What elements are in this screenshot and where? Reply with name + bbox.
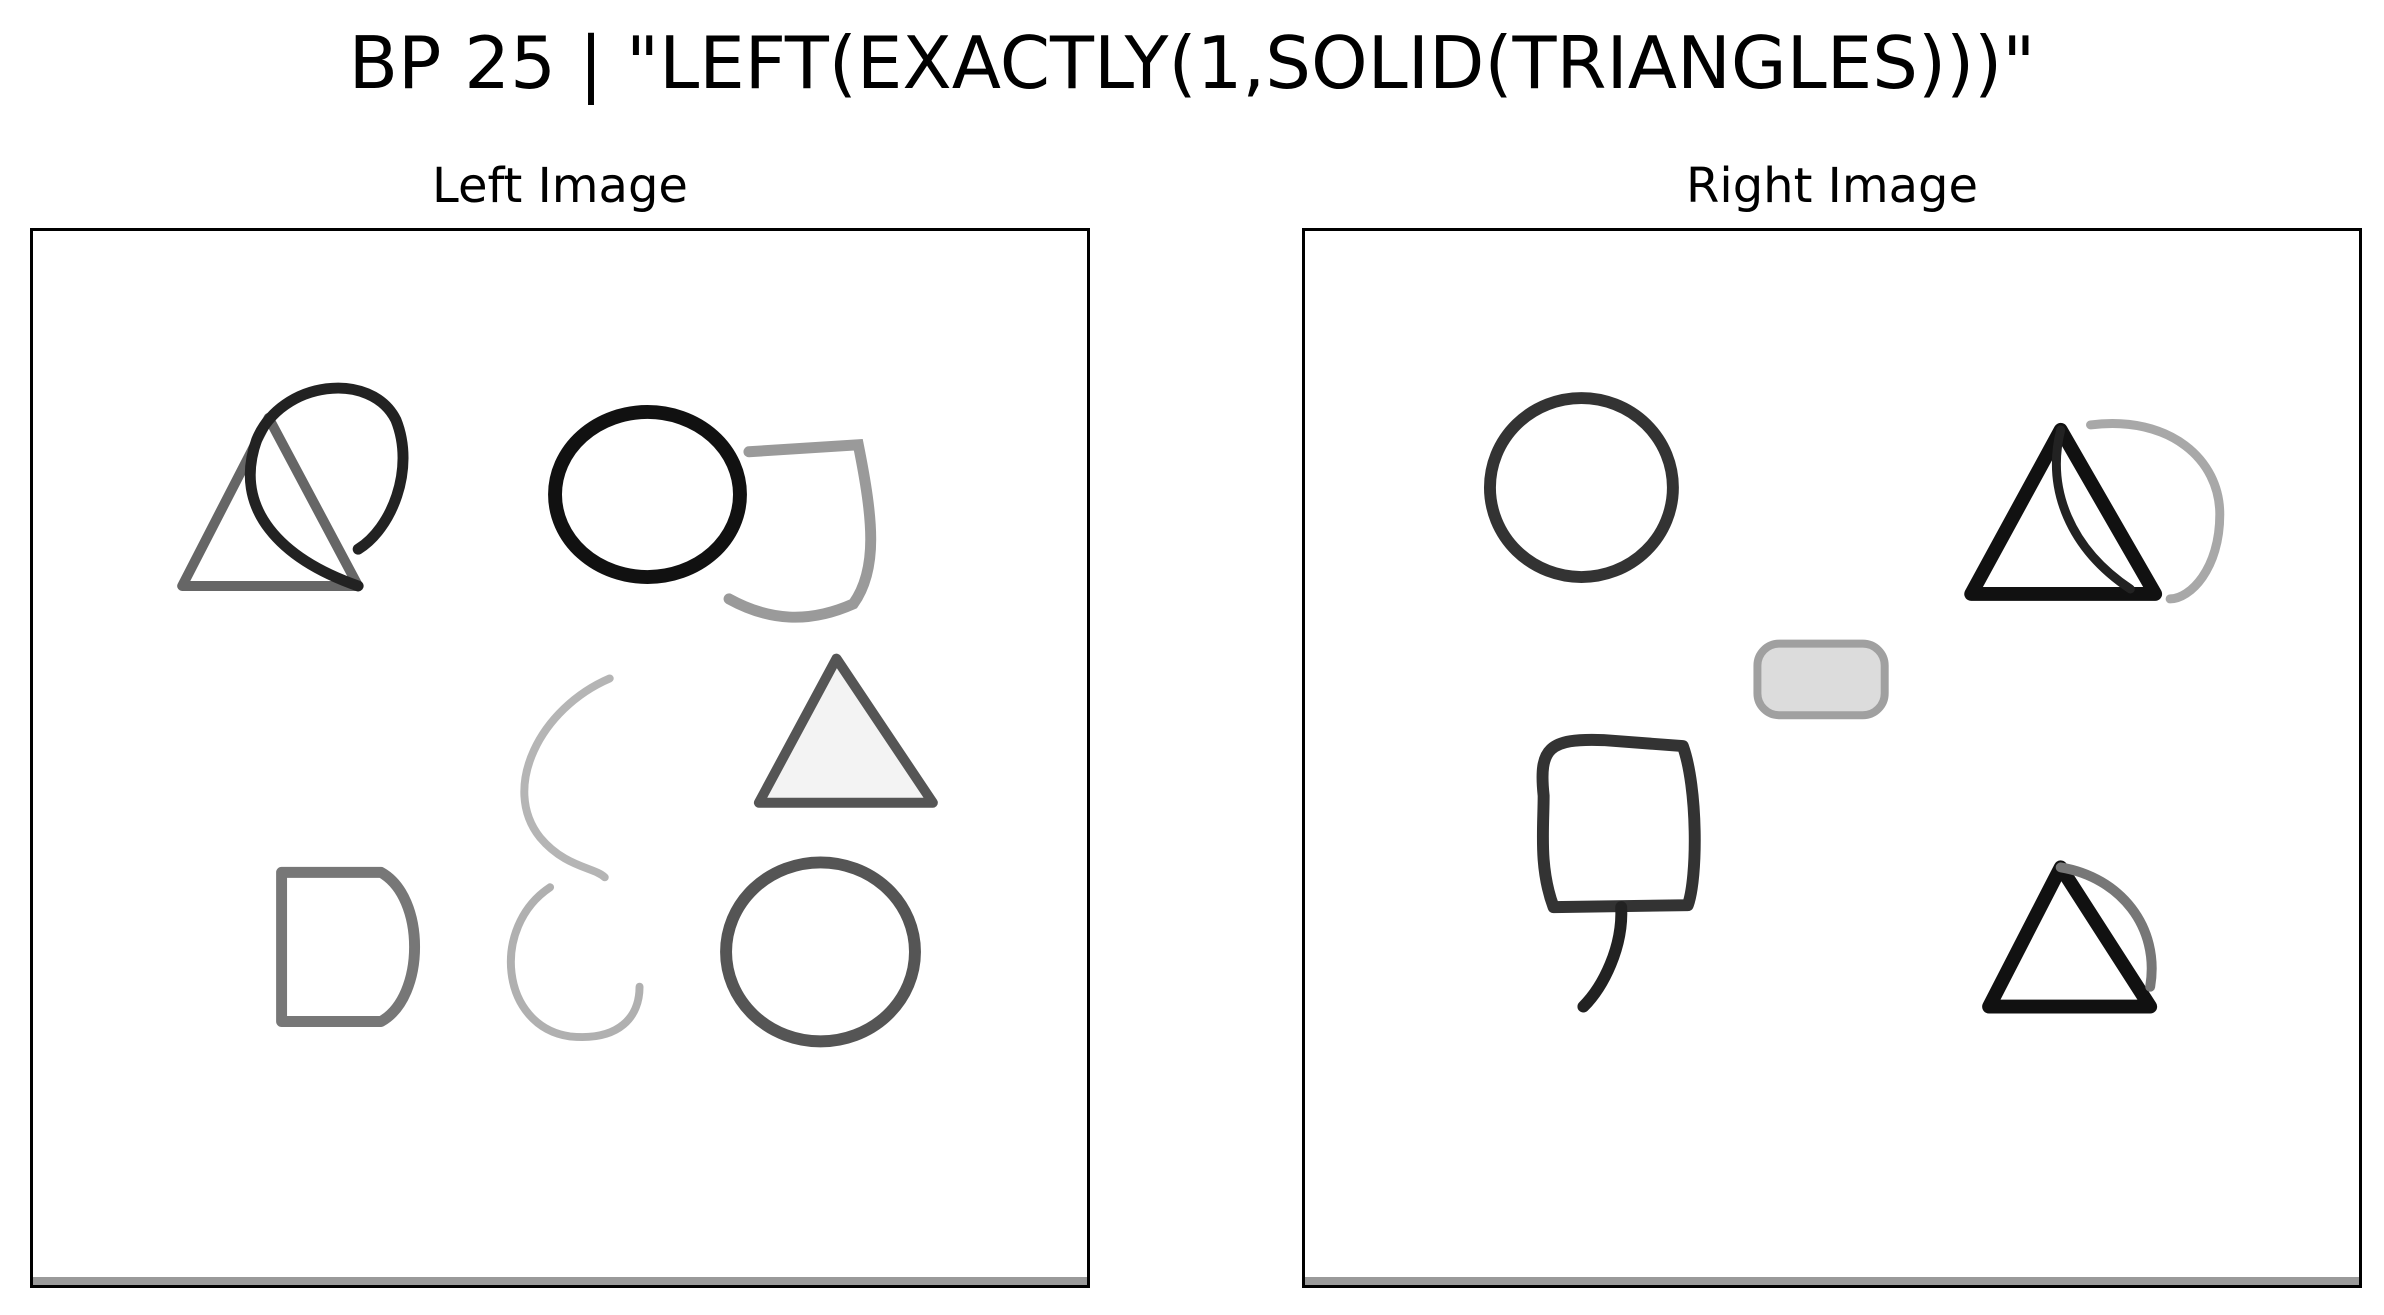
right-image-canvas [1483, 392, 2225, 1014]
triangle-shape [177, 412, 364, 591]
right-image-panel [1302, 228, 2362, 1288]
circle-shape [506, 883, 644, 1042]
circle-shape [244, 382, 409, 592]
square-shape [1753, 639, 1889, 720]
circle-shape [2055, 862, 2157, 992]
panel-bottom-edge [33, 1277, 1087, 1285]
circle-shape [2052, 425, 2135, 594]
triangle-shape [1964, 422, 2163, 601]
circle-shape [1483, 392, 1679, 583]
figure-title: BP 25 | "LEFT(EXACTLY(1,SOLID(TRIANGLES)… [348, 21, 2036, 105]
square-shape [723, 439, 877, 623]
circle-shape [720, 856, 921, 1048]
right-panel-title: Right Image [1686, 158, 1978, 214]
circle-shape [548, 405, 747, 584]
square-shape [276, 866, 420, 1027]
left-image-panel [30, 228, 1090, 1288]
triangle-shape [753, 653, 938, 808]
circle-shape [2086, 419, 2225, 604]
left-panel-title: Left Image [432, 158, 688, 214]
triangle-shape [1982, 860, 2158, 1014]
panel-bottom-edge [1305, 1277, 2359, 1285]
circle-shape [520, 674, 614, 882]
square-shape [1577, 901, 1628, 1013]
square-shape [1536, 733, 1701, 914]
left-image-canvas [177, 382, 938, 1048]
